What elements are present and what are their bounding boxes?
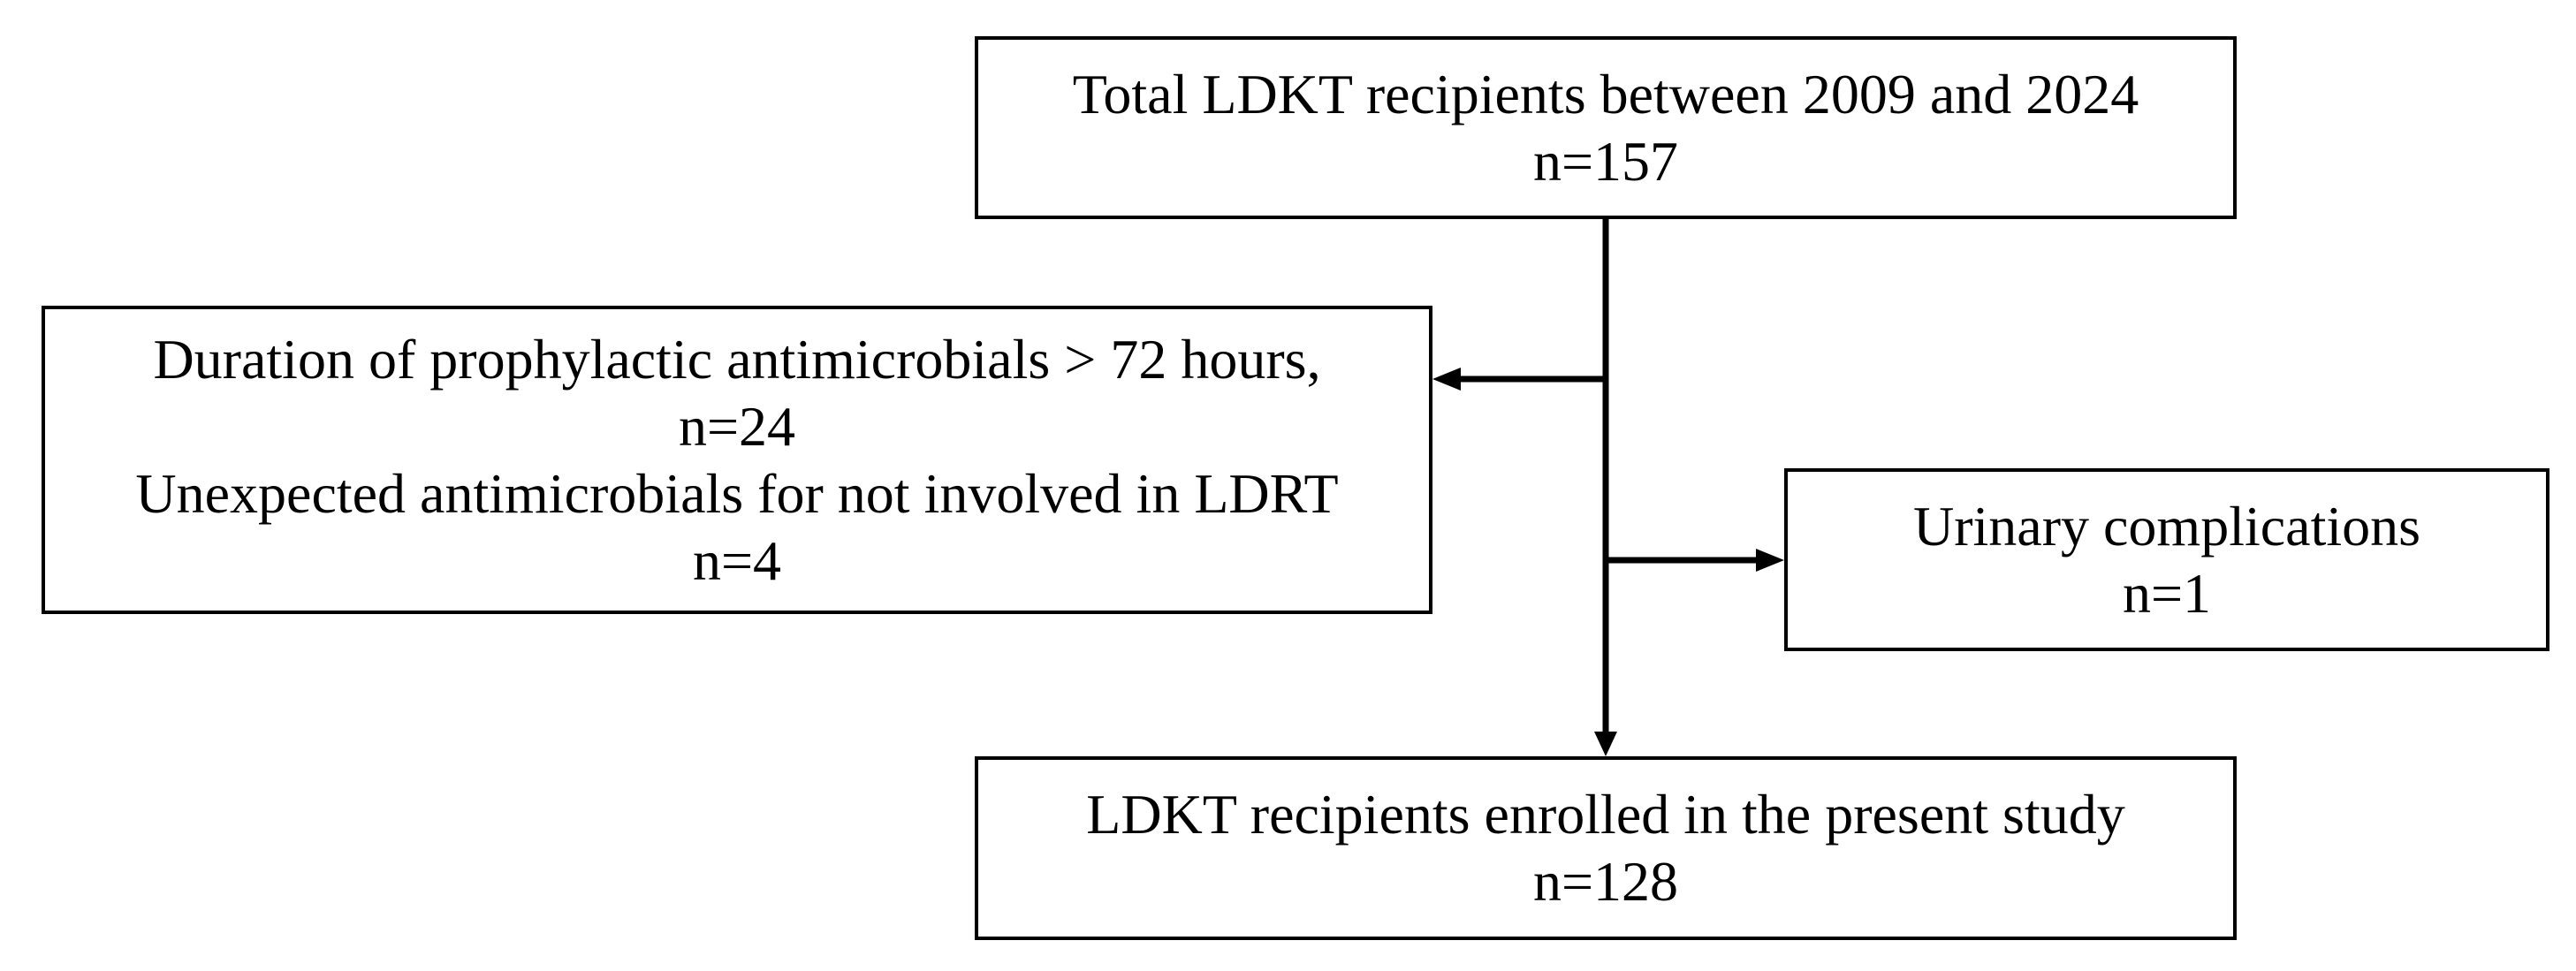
arrowhead-to-excluded <box>1432 368 1461 391</box>
urinary-complications-label: Urinary complications <box>1912 494 2421 558</box>
total-recipients-count: n=157 <box>1532 129 1679 193</box>
unexpected-antimicrobials-count: n=4 <box>692 528 782 592</box>
enrolled-recipients-count: n=128 <box>1532 850 1679 913</box>
excluded-antimicrobials-box: Duration of prophylactic antimicrobials … <box>42 306 1432 614</box>
unexpected-antimicrobials-label: Unexpected antimicrobials for not involv… <box>135 461 1339 525</box>
total-recipients-box: Total LDKT recipients between 2009 and 2… <box>975 36 2237 219</box>
urinary-complications-count: n=1 <box>2122 561 2212 625</box>
enrolled-recipients-box: LDKT recipients enrolled in the present … <box>975 756 2237 940</box>
total-recipients-label: Total LDKT recipients between 2009 and 2… <box>1072 62 2139 125</box>
arrowhead-to-urinary <box>1756 549 1784 572</box>
enrolled-recipients-label: LDKT recipients enrolled in the present … <box>1086 783 2125 846</box>
urinary-complications-box: Urinary complications n=1 <box>1784 468 2549 651</box>
prophylactic-duration-count: n=24 <box>678 394 796 458</box>
arrowhead-to-enrolled <box>1594 732 1617 756</box>
prophylactic-duration-label: Duration of prophylactic antimicrobials … <box>153 327 1321 391</box>
